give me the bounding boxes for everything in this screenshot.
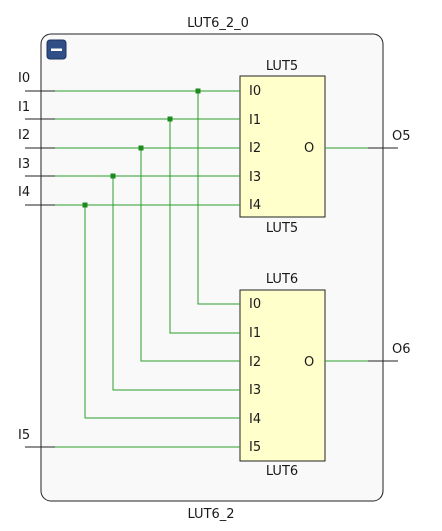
port-label-i2: I2 [18,128,30,143]
port-label-i3: I3 [18,157,30,172]
junction-i4 [82,202,88,208]
nets [55,90,368,448]
lut6-pin-i2: I2 [249,355,261,370]
net-i0-to-lut6[interactable] [197,91,240,305]
junction-i2 [138,145,144,151]
lut5-footer: LUT5 [266,221,298,236]
net-i4-to-lut6[interactable] [84,205,240,419]
net-i3-to-lut6[interactable] [112,176,240,391]
lut6-pin-i0: I0 [249,297,261,312]
port-stubs [25,90,398,448]
lut5-pin-o: O [304,141,314,156]
cell-type-name: LUT6_2 [187,507,234,522]
lut5-title: LUT5 [266,59,298,74]
junction-i0 [195,88,201,94]
junctions [82,88,201,208]
net-i1-to-lut6[interactable] [169,119,240,334]
net-i2-to-lut6[interactable] [140,148,240,362]
lut6-footer: LUT6 [266,464,298,479]
port-label-i4: I4 [18,185,30,200]
minus-icon [51,48,62,51]
lut5-pin-i0: I0 [249,84,261,99]
lut6-pin-o: O [304,355,314,370]
lut6-block[interactable] [239,289,326,462]
junction-i1 [167,116,173,122]
junction-i3 [110,173,116,179]
lut6-title: LUT6 [266,272,298,287]
lut6-pin-i4: I4 [249,412,261,427]
lut5-pin-i1: I1 [249,113,261,128]
port-label-i1: I1 [18,100,30,115]
lut5-block[interactable] [239,75,326,218]
lut5-pin-i4: I4 [249,198,261,213]
cell-instance-name: LUT6_2_0 [187,16,249,31]
port-label-i5: I5 [18,428,30,443]
port-label-o5: O5 [392,129,411,144]
lut6-pin-i5: I5 [249,440,261,455]
lut5-pin-i2: I2 [249,141,261,156]
collapse-button[interactable] [46,39,67,60]
hierarchical-cell-frame[interactable] [40,33,384,502]
port-label-i0: I0 [18,71,30,86]
port-label-o6: O6 [392,342,411,357]
lut6-pin-i3: I3 [249,383,261,398]
lut5-pin-i3: I3 [249,170,261,185]
lut6-pin-i1: I1 [249,326,261,341]
